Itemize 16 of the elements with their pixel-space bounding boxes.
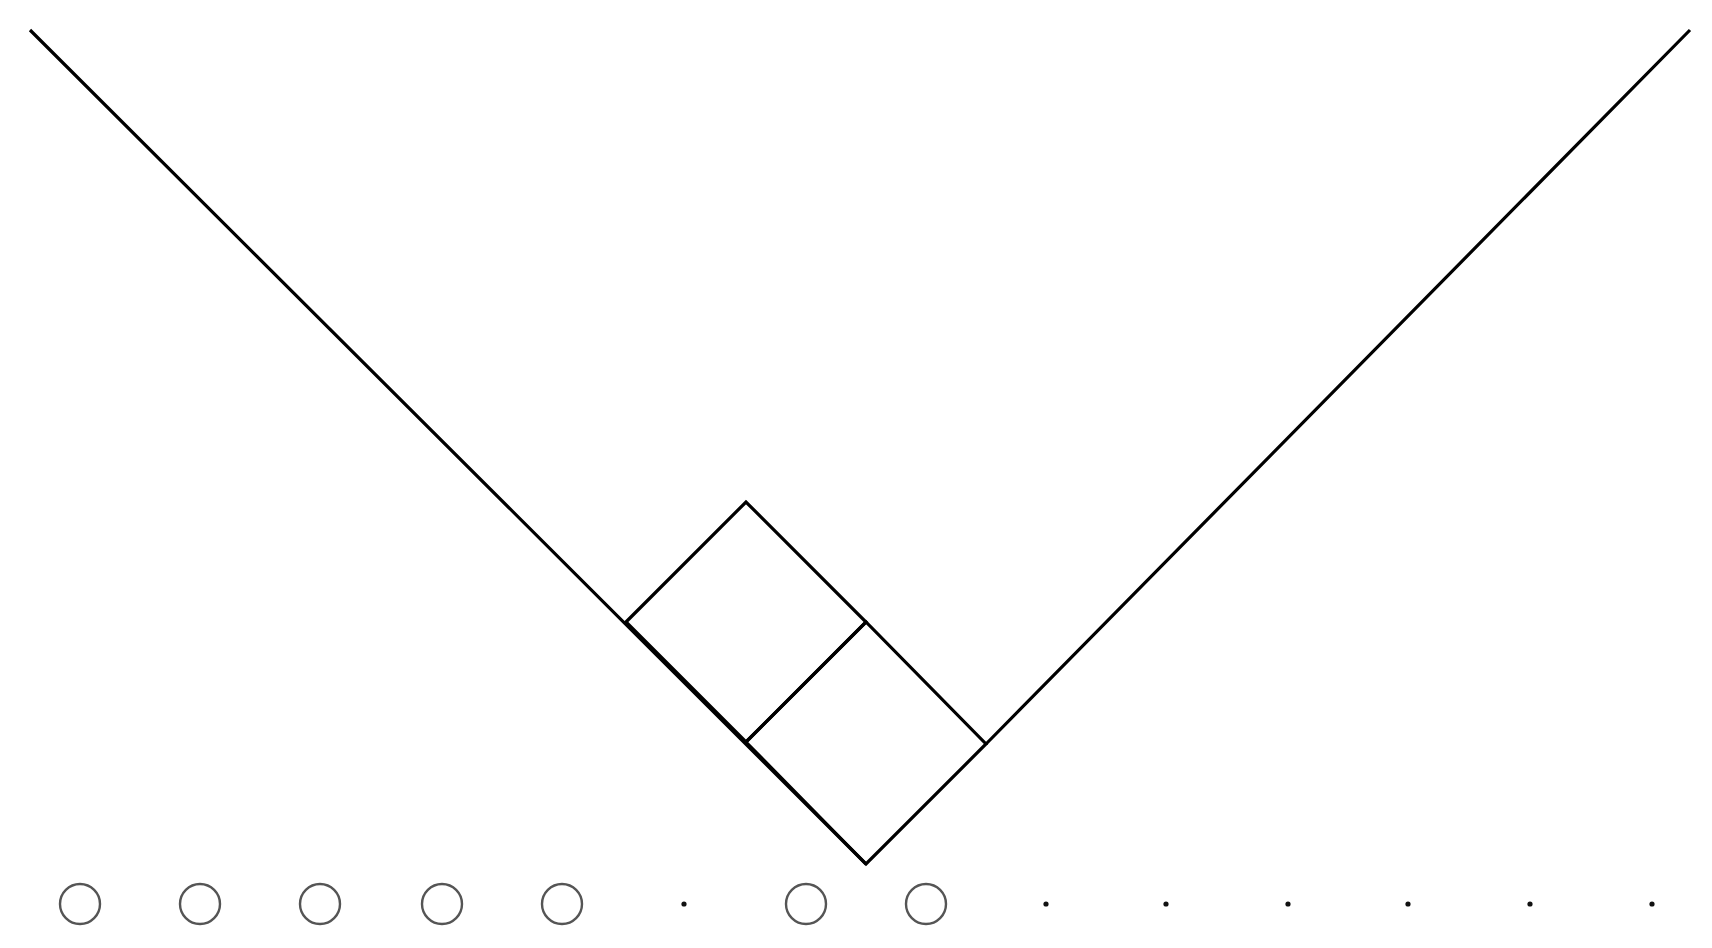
dot xyxy=(1163,901,1169,907)
circle xyxy=(420,882,464,926)
circle xyxy=(298,882,342,926)
circle xyxy=(784,882,828,926)
dot xyxy=(1527,901,1533,907)
diamond xyxy=(623,499,869,745)
dot xyxy=(1649,901,1655,907)
circle xyxy=(904,882,948,926)
diamond xyxy=(743,619,989,867)
dot xyxy=(681,901,687,907)
circle xyxy=(58,882,102,926)
dot xyxy=(1285,901,1291,907)
circle xyxy=(540,882,584,926)
circle xyxy=(178,882,222,926)
dot xyxy=(1043,901,1049,907)
dot xyxy=(1405,901,1411,907)
